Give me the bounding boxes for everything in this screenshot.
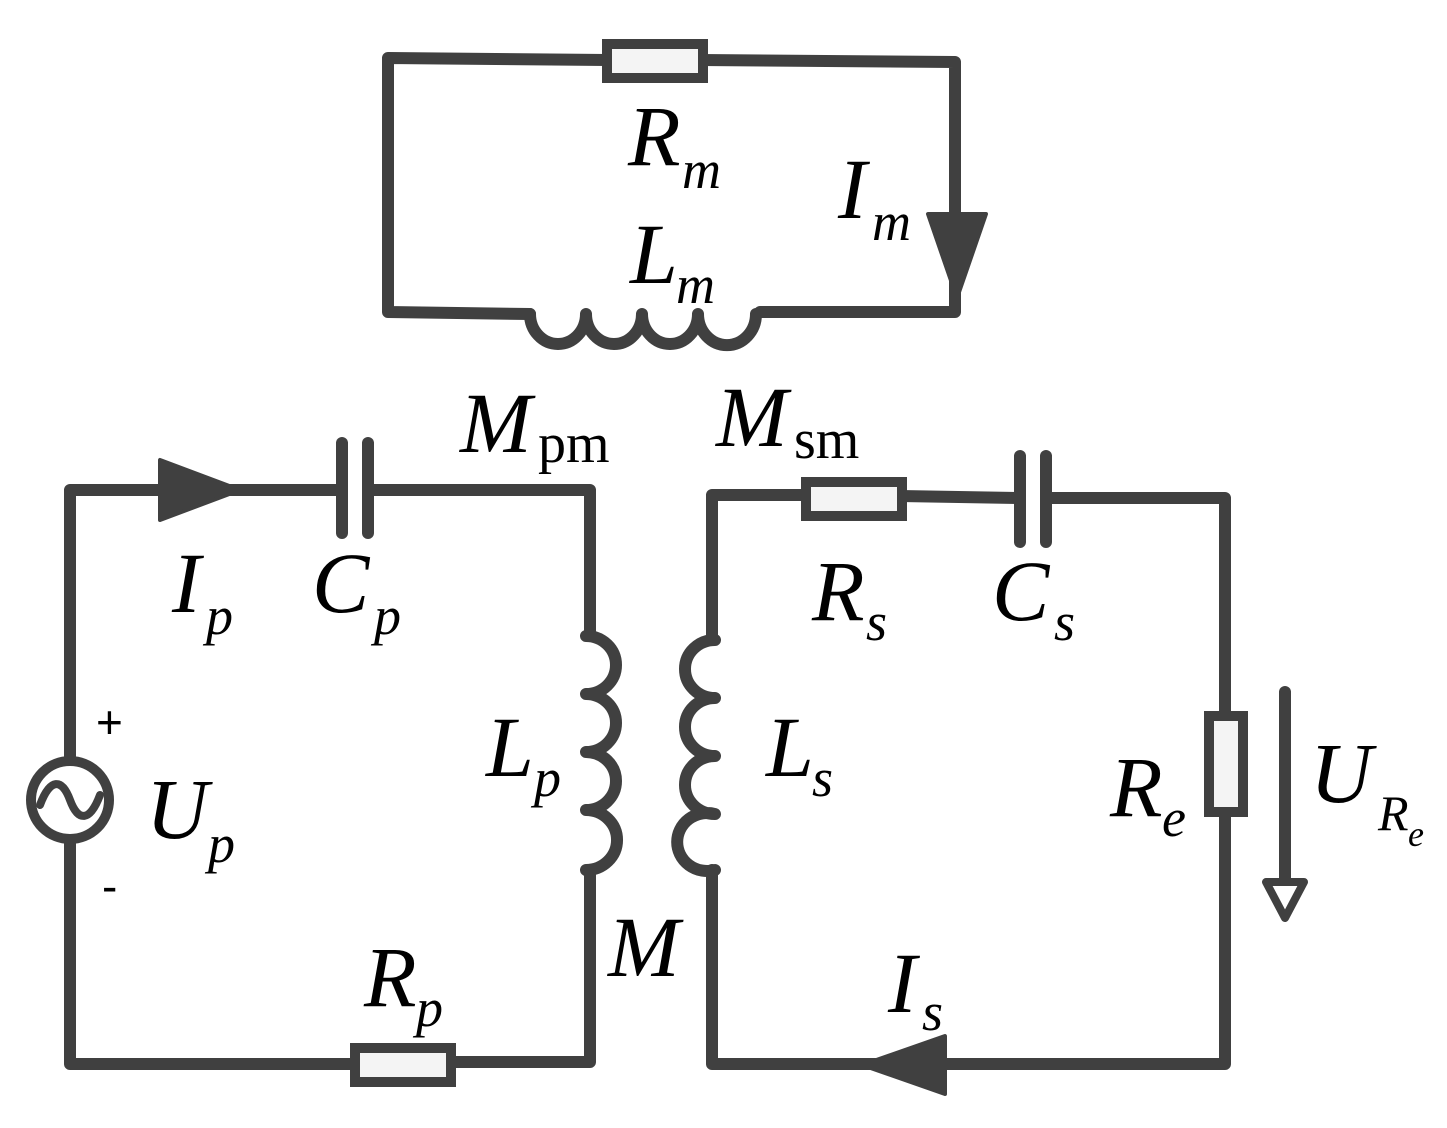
svg-text:L: L (764, 699, 814, 795)
label-im: I m (837, 141, 911, 252)
svg-text:sm: sm (794, 409, 859, 471)
polarity-minus: - (102, 860, 117, 912)
svg-text:s: s (922, 982, 943, 1042)
svg-text:M: M (458, 375, 536, 471)
label-m: M (606, 899, 684, 995)
label-ip: I p (171, 535, 233, 646)
label-rs: R s (811, 543, 887, 652)
svg-text:s: s (812, 748, 833, 808)
svg-text:p: p (204, 814, 235, 874)
svg-text:I: I (171, 535, 204, 631)
resistor-rp (350, 1043, 456, 1087)
svg-text:p: p (202, 586, 233, 646)
svg-text:m: m (676, 255, 715, 315)
label-up: U p (146, 761, 235, 874)
svg-text:I: I (837, 141, 870, 237)
label-ls: L s (764, 699, 833, 808)
voltage-arrow-ure-head (1262, 878, 1308, 922)
current-arrow-is (860, 1034, 947, 1096)
middle-coil-loop (382, 39, 988, 352)
ac-source-symbol-icon (36, 780, 104, 820)
resistor-rm (602, 39, 708, 83)
svg-text:p: p (370, 586, 401, 646)
current-arrow-im (926, 212, 988, 300)
current-arrow-ip (158, 458, 242, 522)
svg-text:R: R (811, 543, 865, 639)
label-lp: L p (484, 699, 561, 808)
svg-text:M: M (714, 369, 792, 465)
label-cp: C p (312, 535, 401, 646)
label-rm: R m (627, 88, 721, 200)
resistor-rs (801, 477, 907, 521)
svg-text:m: m (682, 140, 721, 200)
polarity-plus: + (96, 696, 123, 748)
svg-text:L: L (484, 699, 534, 795)
inductor-ls (671, 634, 721, 877)
label-ure: U R e (1310, 725, 1424, 854)
svg-text:U: U (1310, 725, 1377, 821)
svg-text:L: L (628, 206, 678, 302)
label-lm: L m (628, 206, 715, 315)
label-mpm: M pm (458, 375, 610, 475)
svg-text:R: R (363, 929, 417, 1025)
svg-text:s: s (866, 592, 887, 652)
svg-text:I: I (887, 935, 920, 1031)
inductor-lp (580, 630, 624, 876)
label-re: R e (1109, 739, 1186, 848)
label-rp: R p (363, 929, 443, 1038)
label-is: I s (887, 935, 943, 1042)
svg-text:pm: pm (538, 413, 610, 475)
svg-text:R: R (1109, 739, 1163, 835)
svg-text:R: R (1377, 785, 1409, 841)
svg-text:U: U (146, 761, 213, 857)
svg-text:e: e (1408, 814, 1424, 854)
svg-text:M: M (606, 899, 684, 995)
resistor-re (1204, 711, 1248, 817)
svg-text:p: p (530, 748, 561, 808)
svg-text:p: p (412, 978, 443, 1038)
label-msm: M sm (714, 369, 859, 471)
svg-text:m: m (872, 192, 911, 252)
svg-text:C: C (992, 543, 1051, 639)
primary-loop (26, 437, 624, 1087)
secondary-loop (671, 450, 1308, 1096)
inductor-lm (524, 308, 762, 352)
svg-text:C: C (312, 535, 371, 631)
svg-text:R: R (627, 88, 681, 184)
label-cs: C s (992, 543, 1075, 652)
svg-text:e: e (1162, 788, 1186, 848)
svg-text:s: s (1054, 592, 1075, 652)
